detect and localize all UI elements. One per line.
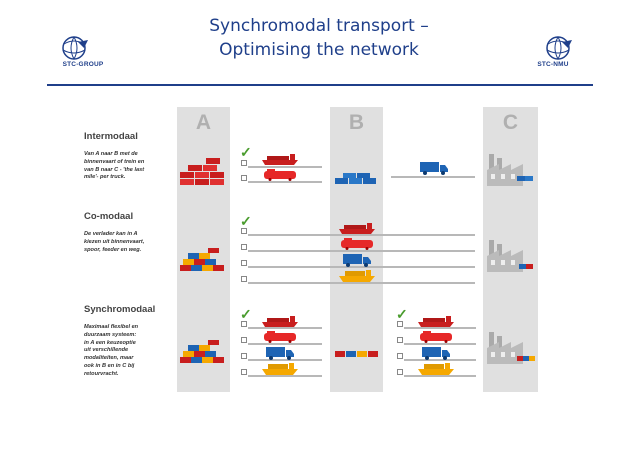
- slide-title: Synchromodal transport – Optimising the …: [0, 14, 638, 62]
- option-line: [248, 327, 322, 329]
- barge-icon: [339, 223, 375, 234]
- truck-icon: [266, 347, 294, 360]
- column-b: B: [330, 107, 383, 392]
- barge-icon: [418, 316, 454, 327]
- option-checkbox[interactable]: [241, 160, 247, 166]
- factory-icon: [487, 154, 533, 186]
- option-checkbox[interactable]: [241, 260, 247, 266]
- option-line: [248, 166, 322, 168]
- option-checkbox[interactable]: [397, 353, 403, 359]
- option-checkbox[interactable]: [397, 369, 403, 375]
- title-line-2: Optimising the network: [219, 40, 419, 60]
- globe-logo-icon: [62, 36, 88, 60]
- option-line: [248, 375, 322, 377]
- factory-icon: [487, 240, 533, 272]
- intermodaal-description: Van A naar B met de binnenvaart of trein…: [84, 151, 145, 181]
- truck-icon: [420, 162, 448, 175]
- column-c-letter: C: [502, 111, 519, 134]
- barge-icon: [262, 154, 298, 165]
- option-checkbox[interactable]: [241, 228, 247, 234]
- option-line: [248, 181, 322, 183]
- check-icon: ✓: [240, 144, 252, 160]
- barge-icon: [262, 316, 298, 327]
- feeder-ship-icon: [339, 270, 375, 282]
- intermodaal-title: Intermodaal: [84, 131, 138, 142]
- comodaal-title: Co-modaal: [84, 211, 134, 222]
- synchromodaal-description: Maximaal flexibel en duurzaam systeem: i…: [84, 324, 139, 377]
- option-line: [248, 266, 475, 268]
- option-checkbox[interactable]: [241, 244, 247, 250]
- container-stack-mixed-icon: [180, 248, 224, 271]
- option-checkbox[interactable]: [241, 321, 247, 327]
- option-checkbox[interactable]: [241, 175, 247, 181]
- feeder-ship-icon: [418, 363, 454, 375]
- column-b-letter: B: [348, 111, 365, 134]
- truck-icon: [343, 254, 371, 267]
- feeder-ship-icon: [262, 363, 298, 375]
- train-icon: [420, 331, 452, 343]
- option-checkbox[interactable]: [241, 353, 247, 359]
- option-checkbox[interactable]: [397, 337, 403, 343]
- option-line: [248, 250, 475, 252]
- train-icon: [264, 169, 296, 181]
- title-line-1: Synchromodal transport –: [209, 16, 429, 36]
- option-line: [404, 375, 476, 377]
- option-checkbox[interactable]: [241, 337, 247, 343]
- column-a: A: [177, 107, 230, 392]
- option-line: [248, 359, 322, 361]
- check-icon: ✓: [396, 306, 408, 322]
- option-checkbox[interactable]: [397, 321, 403, 327]
- container-row-icon: [335, 173, 376, 184]
- container-stack-mixed-icon: [180, 340, 224, 363]
- option-line: [404, 359, 476, 361]
- option-line: [248, 343, 322, 345]
- option-checkbox[interactable]: [241, 276, 247, 282]
- title-divider: [47, 84, 593, 86]
- stc-group-logo: STC-GROUP: [54, 34, 112, 76]
- container-row-mixed-icon: [335, 351, 378, 357]
- option-line: [391, 176, 475, 178]
- truck-icon: [422, 347, 450, 360]
- train-icon: [341, 238, 373, 250]
- check-icon: ✓: [240, 306, 252, 322]
- check-icon: ✓: [240, 213, 252, 229]
- globe-logo-icon: [546, 36, 572, 60]
- logo-label: STC-NMU: [537, 61, 569, 68]
- option-line: [248, 234, 475, 236]
- option-line: [404, 343, 476, 345]
- stc-nmu-logo: STC-NMU: [524, 34, 582, 76]
- option-checkbox[interactable]: [241, 369, 247, 375]
- factory-icon: [487, 332, 535, 364]
- comodaal-description: De verlader kan in A kiezen uit binnenva…: [84, 231, 145, 253]
- logo-label: STC-GROUP: [62, 61, 104, 68]
- option-line: [248, 282, 475, 284]
- container-stack-icon: [180, 158, 224, 185]
- synchromodaal-title: Synchromodaal: [84, 304, 156, 315]
- train-icon: [264, 331, 296, 343]
- option-line: [404, 327, 476, 329]
- column-a-letter: A: [195, 111, 212, 134]
